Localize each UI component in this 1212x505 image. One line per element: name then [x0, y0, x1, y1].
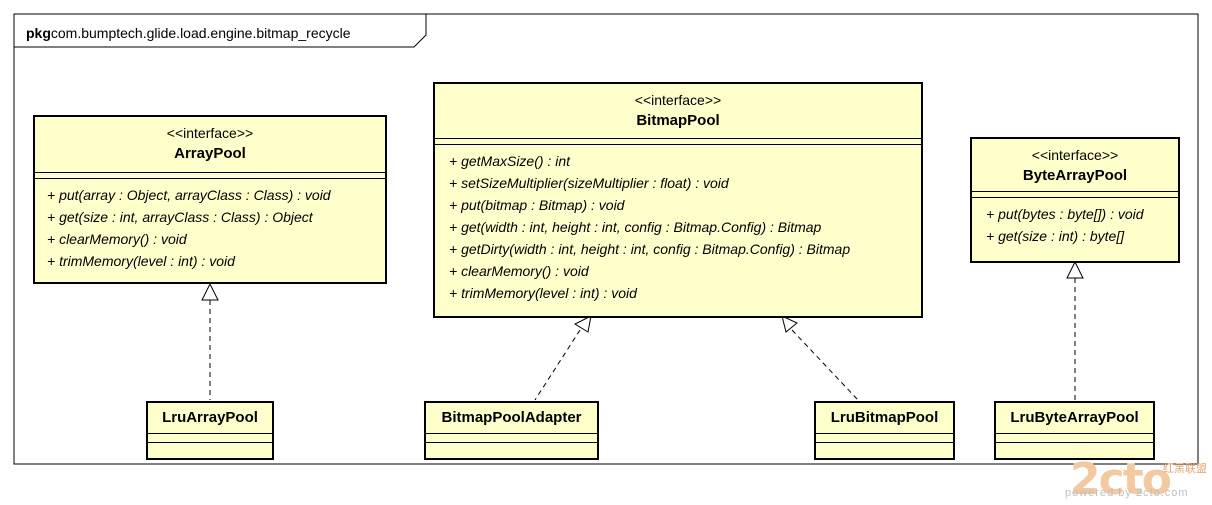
lru-bitmap-pool-class[interactable]: LruBitmapPool [814, 401, 955, 460]
operation: + put(array : Object, arrayClass : Class… [47, 187, 331, 203]
bitmap-pool-interface[interactable]: <<interface>> BitmapPool + getMaxSize() … [433, 82, 923, 318]
stereotype-label: <<interface>> [166, 125, 254, 141]
operation: + put(bytes : byte[]) : void [986, 206, 1144, 222]
watermark-footer: powered by 2cto.com [1065, 487, 1189, 499]
attributes-compartment [816, 433, 953, 442]
operations-compartment [148, 442, 272, 451]
operation: + setSizeMultiplier(sizeMultiplier : flo… [449, 175, 729, 191]
attributes-compartment [426, 433, 597, 442]
operations-compartment: + getMaxSize() : int + setSizeMultiplier… [435, 144, 921, 304]
package-frame [13, 13, 1199, 465]
stereotype-label: <<interface>> [1031, 147, 1119, 163]
lru-array-pool-class[interactable]: LruArrayPool [146, 401, 274, 460]
class-name: LruByteArrayPool [1010, 409, 1139, 426]
package-label: pkgcom.bumptech.glide.load.engine.bitmap… [26, 23, 351, 43]
interface-name: ByteArrayPool [1022, 167, 1128, 184]
watermark-subtitle: 红黑联盟 [1163, 463, 1207, 475]
operations-compartment [996, 442, 1153, 451]
package-keyword: pkg [26, 25, 51, 41]
operation: + clearMemory() : void [449, 263, 589, 279]
operation: + get(size : int, arrayClass : Class) : … [47, 209, 313, 225]
stereotype-label: <<interface>> [634, 92, 722, 108]
operations-compartment [426, 442, 597, 451]
operation: + trimMemory(level : int) : void [449, 285, 637, 301]
class-name: LruArrayPool [162, 409, 258, 426]
watermark-logo: 2cto [1070, 454, 1172, 505]
lru-byte-array-pool-class[interactable]: LruByteArrayPool [994, 401, 1155, 460]
operation: + trimMemory(level : int) : void [47, 253, 235, 269]
operation: + getMaxSize() : int [449, 153, 570, 169]
operation: + get(size : int) : byte[] [986, 228, 1125, 244]
operation: + getDirty(width : int, height : int, co… [449, 241, 851, 257]
interface-name: BitmapPool [636, 112, 720, 129]
realization-arrows [201, 260, 1084, 401]
attributes-compartment [996, 433, 1153, 442]
attributes-compartment [972, 191, 1178, 197]
array-pool-interface[interactable]: <<interface>> ArrayPool + put(array : Ob… [33, 115, 387, 284]
operations-compartment: + put(array : Object, arrayClass : Class… [35, 178, 385, 272]
byte-array-pool-interface[interactable]: <<interface>> ByteArrayPool + put(bytes … [970, 137, 1180, 263]
operation: + get(width : int, height : int, config … [449, 219, 822, 235]
operation: + put(bitmap : Bitmap) : void [449, 197, 625, 213]
operation: + clearMemory() : void [47, 231, 187, 247]
package-name: com.bumptech.glide.load.engine.bitmap_re… [50, 25, 351, 41]
attributes-compartment [35, 172, 385, 178]
interface-name: ArrayPool [174, 145, 246, 162]
attributes-compartment [435, 138, 921, 144]
class-name: LruBitmapPool [830, 409, 939, 426]
operations-compartment [816, 442, 953, 451]
operations-compartment: + put(bytes : byte[]) : void + get(size … [972, 197, 1178, 247]
attributes-compartment [148, 433, 272, 442]
bitmap-pool-adapter-class[interactable]: BitmapPoolAdapter [424, 401, 599, 460]
class-name: BitmapPoolAdapter [441, 409, 582, 426]
